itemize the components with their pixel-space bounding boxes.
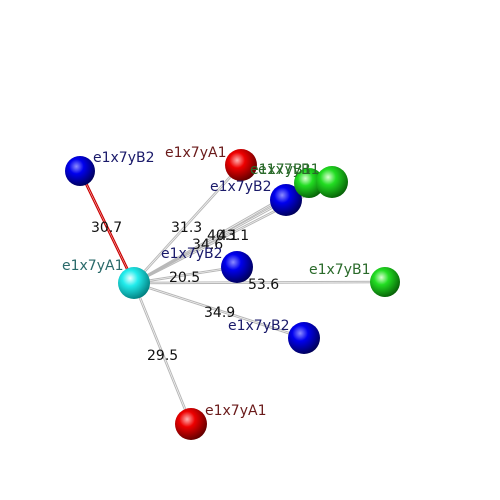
edge-label: 31.3 [171,220,202,236]
edge-labels-layer: 30.7 31.334.640.143.1 20.5 53.6 34.9 29.5 [91,220,279,364]
edge-center-b2-lower-b [133,283,304,340]
node-label-a1-bottom: e1x7yA1 [205,403,266,419]
edge-center-a1-top-b [134,165,242,284]
node-label-b2-mid: e1x7yB2 [161,246,223,262]
edge-center-b2-upper-b [134,200,287,285]
node-b2-lower [288,322,320,354]
node-b2-mid [221,251,253,283]
edge-label: 43.1 [218,228,249,244]
node-label-b1-right: e1x7yB1 [309,262,371,278]
edges-layer [78,164,386,425]
node-label-a1-top: e1x7yA1 [165,145,226,161]
edge-center-b2-lower-a [134,281,305,338]
edge-center-b1-right-b [134,282,386,285]
node-center [118,267,150,299]
node-label-b2-upper: e1x7yB2 [210,179,272,195]
node-label-center: e1x7yA1 [62,258,123,274]
edge-label: 34.6 [192,237,223,253]
node-a1-top [225,149,257,181]
node-b1-right [370,267,400,297]
edge-center-a1-bottom-a [134,282,193,424]
nodes-layer [65,149,400,440]
node-label-b2-lower: e1x7yB2 [228,318,290,334]
node-b2-topleft [65,156,95,186]
node-label-b2-topleft: e1x7yB2 [93,150,155,166]
node-b1-top-b [316,166,348,198]
edge-center-a1-bottom-b [132,283,191,425]
edge-label: 40.1 [207,228,238,244]
edge-center-b2-topleft-b [80,170,136,283]
edge-label: 29.5 [147,348,178,364]
edge-label: 53.6 [248,277,279,293]
edge-center-a1-top-a [133,164,241,283]
node-a1-bottom [175,408,207,440]
node-b2-upper [270,184,302,216]
edge-label: 34.9 [204,305,235,321]
node-label-b1-top-b: e1x7yB1 [250,162,312,178]
edge-center-b1-right-a [133,280,385,283]
node-label-b1-top-a: e1x7yB1 [258,162,320,178]
edge-center-b2-topleft-a [78,171,134,284]
edge-center-b2-mid-a [133,265,237,283]
node-b1-top-a [294,168,324,198]
edge-center-b2-mid-b [134,267,238,285]
edge-label: 20.5 [169,270,200,286]
edge-label: 30.7 [91,220,122,236]
